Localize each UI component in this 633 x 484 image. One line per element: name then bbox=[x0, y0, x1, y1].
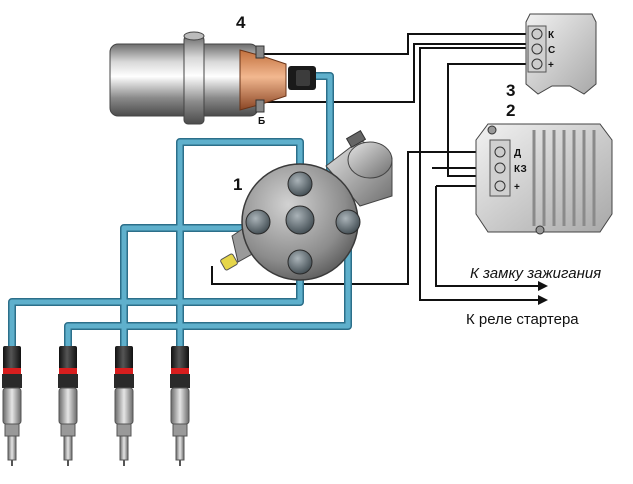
label-coil-terminal-b: Б bbox=[258, 116, 265, 127]
label-commutator-d: Д bbox=[514, 148, 521, 159]
wire-coil-b bbox=[262, 43, 528, 103]
label-regulator: 3 bbox=[506, 81, 515, 100]
arrow-to-ignition-switch bbox=[538, 281, 548, 291]
ignition-coil bbox=[109, 31, 316, 125]
voltage-regulator bbox=[525, 13, 597, 95]
wire-regulator-c bbox=[419, 47, 540, 301]
distributor-tower-1 bbox=[287, 171, 313, 197]
commutator-screw-kz bbox=[494, 162, 506, 174]
vacuum-advance-unit bbox=[325, 129, 393, 207]
regulator-screw-k bbox=[531, 28, 543, 40]
spark-plugs bbox=[2, 346, 190, 466]
spark-plug-2 bbox=[58, 346, 78, 466]
label-distributor: 1 bbox=[233, 175, 242, 194]
label-commutator-plus: + bbox=[514, 182, 520, 193]
spark-plug-4 bbox=[170, 346, 190, 466]
regulator-screw-c bbox=[531, 43, 543, 55]
distributor-tower-2 bbox=[245, 209, 271, 235]
label-to-starter-relay: К реле стартера bbox=[466, 311, 579, 328]
label-commutator-kz: КЗ bbox=[514, 164, 527, 175]
distributor-tower-4 bbox=[287, 249, 313, 275]
sensor-connector bbox=[220, 253, 238, 271]
label-to-ignition-switch: К замку зажигания bbox=[470, 265, 601, 282]
wire-regulator-plus bbox=[447, 63, 528, 177]
label-commutator: 2 bbox=[506, 101, 515, 120]
commutator-screw-plus bbox=[494, 180, 506, 192]
label-coil: 4 bbox=[236, 13, 246, 32]
label-regulator-plus: + bbox=[548, 60, 554, 71]
label-regulator-k: К bbox=[548, 30, 555, 41]
wire-coil-k-to-regulator bbox=[262, 33, 528, 55]
wire-to-ignition-switch bbox=[435, 186, 540, 287]
distributor-tower-coil bbox=[285, 205, 315, 235]
wire-sensor-to-commutator bbox=[211, 151, 426, 285]
arrow-to-starter-relay bbox=[538, 295, 548, 305]
spark-plug-3 bbox=[114, 346, 134, 466]
label-regulator-c: С bbox=[548, 45, 555, 56]
commutator-screw-d bbox=[494, 146, 506, 158]
distributor bbox=[220, 129, 393, 281]
spark-plug-1 bbox=[2, 346, 22, 466]
low-voltage-wiring bbox=[211, 33, 540, 301]
distributor-tower-3 bbox=[335, 209, 361, 235]
regulator-screw-plus bbox=[531, 58, 543, 70]
electronic-commutator bbox=[475, 123, 613, 235]
